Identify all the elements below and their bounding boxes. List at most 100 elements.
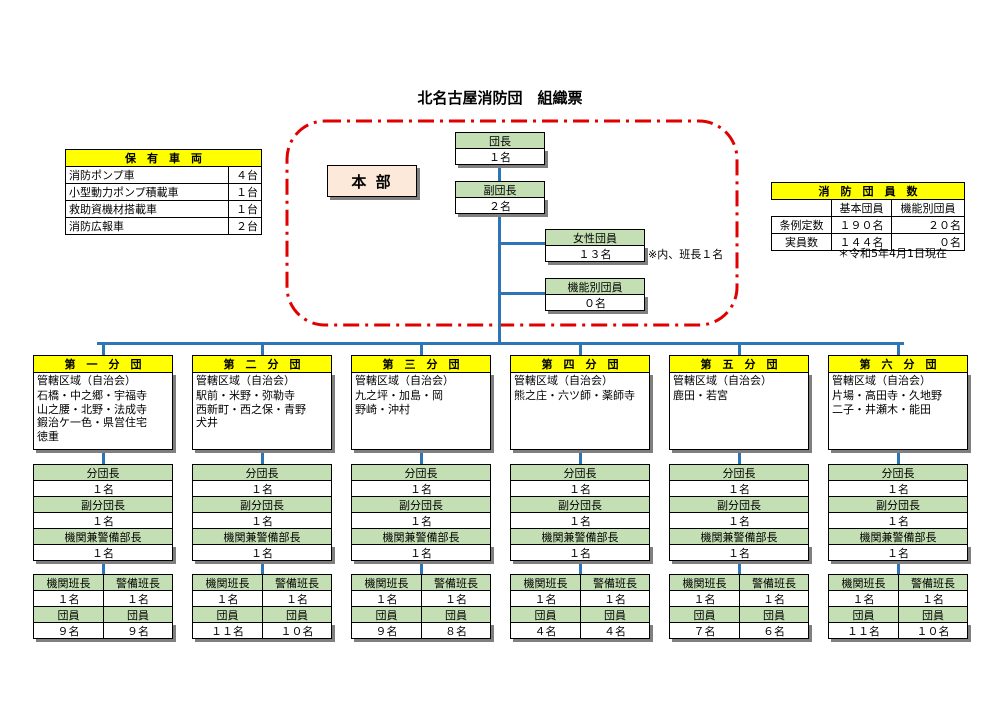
branch-header: 第 四 分 団	[510, 355, 650, 373]
branch-engine-police-chief-count: １名	[192, 544, 332, 561]
engine-team-leader-title: 機関班長	[510, 574, 581, 591]
branch-area-label: 管轄区域（自治会）	[355, 374, 454, 387]
engine-team-leader-count: １名	[192, 590, 263, 607]
engine-team-leader-count: １名	[510, 590, 581, 607]
branch-area-line: 山之腰・北野・法成寺	[37, 402, 147, 416]
chief-title: 団長	[455, 132, 545, 149]
branch-engine-police-chief-count: １名	[351, 544, 491, 561]
engine-team-leader-count: １名	[828, 590, 899, 607]
basic-count: １４４名	[831, 233, 893, 251]
branch-area-box	[828, 372, 968, 450]
engine-member-title: 団員	[351, 606, 422, 623]
engine-team-leader-title: 機関班長	[828, 574, 899, 591]
row-label: 実員数	[770, 233, 833, 251]
headquarters-label: 本 部	[327, 165, 417, 197]
branch-vice-leader-count: １名	[33, 512, 173, 529]
branch-drop-line	[102, 342, 105, 356]
engine-member-count: ４名	[510, 622, 581, 639]
engine-member-title: 団員	[192, 606, 263, 623]
branch-vice-leader-title: 副分団長	[33, 496, 173, 513]
branch-mid-line	[738, 449, 741, 465]
female-count: １３名	[545, 245, 645, 262]
branch-leader-title: 分団長	[192, 464, 332, 481]
branch-vice-leader-count: １名	[510, 512, 650, 529]
branch-area-line: 二子・井瀬木・能田	[832, 402, 931, 416]
engine-member-count: ９名	[351, 622, 422, 639]
branch-mid-line	[897, 449, 900, 465]
police-member-title: 団員	[421, 606, 491, 623]
police-member-count: １０名	[262, 622, 332, 639]
police-member-title: 団員	[739, 606, 809, 623]
police-member-title: 団員	[898, 606, 968, 623]
police-member-count: ４名	[580, 622, 650, 639]
branch-drop-line	[579, 342, 582, 356]
vice-chief-title: 副団長	[455, 181, 545, 198]
functional-count: ２０名	[891, 216, 965, 234]
functional-title: 機能別団員	[545, 278, 645, 295]
branch-low-line	[738, 557, 741, 575]
police-team-leader-count: １名	[421, 590, 491, 607]
branch-area-box	[33, 372, 173, 450]
police-team-leader-count: １名	[898, 590, 968, 607]
vehicle-count: ４台	[228, 166, 262, 184]
branch-low-line	[261, 557, 264, 575]
page-title: 北名古屋消防団 組織票	[417, 89, 583, 107]
branch-mid-line	[102, 449, 105, 465]
branch-area-label: 管轄区域（自治会）	[832, 374, 931, 387]
police-team-leader-count: １名	[262, 590, 332, 607]
vehicle-count: ２台	[228, 217, 262, 235]
branch-engine-police-chief-count: １名	[510, 544, 650, 561]
police-team-leader-title: 警備班長	[103, 574, 173, 591]
branch-vice-leader-count: １名	[669, 512, 809, 529]
police-member-count: １０名	[898, 622, 968, 639]
branch-area-line: 九之坪・加島・岡	[355, 389, 443, 402]
branch-header: 第 二 分 団	[192, 355, 332, 373]
branch-low-line	[420, 557, 423, 575]
members-corner	[771, 199, 833, 217]
branch-vice-leader-title: 副分団長	[828, 496, 968, 513]
branch-leader-title: 分団長	[510, 464, 650, 481]
police-member-title: 団員	[262, 606, 332, 623]
branch-engine-police-chief-count: １名	[33, 544, 173, 561]
female-note: ※内、班長１名	[648, 248, 724, 261]
branch-engine-police-chief-title: 機関兼警備部長	[669, 528, 809, 545]
branch-vice-leader-count: １名	[351, 512, 491, 529]
police-team-leader-count: １名	[103, 590, 173, 607]
branch-leader-title: 分団長	[828, 464, 968, 481]
police-member-count: ８名	[421, 622, 491, 639]
branch-engine-police-chief-title: 機関兼警備部長	[192, 528, 332, 545]
branch-area-line: 熊之庄・六ツ師・薬師寺	[514, 389, 635, 402]
engine-team-leader-count: １名	[33, 590, 104, 607]
vehicle-name: 救助資機材搭載車	[65, 200, 229, 218]
functional-count: ０名	[545, 294, 645, 311]
functional-count: ０名	[891, 233, 965, 251]
engine-member-title: 団員	[33, 606, 104, 623]
branch-vice-leader-count: １名	[192, 512, 332, 529]
branch-engine-police-chief-count: １名	[828, 544, 968, 561]
branch-vice-leader-title: 副分団長	[510, 496, 650, 513]
branch-engine-police-chief-title: 機関兼警備部長	[510, 528, 650, 545]
vehicle-count: １台	[228, 200, 262, 218]
branch-header: 第 三 分 団	[351, 355, 491, 373]
branch-area-line: 犬井	[196, 416, 218, 429]
engine-member-count: １１名	[192, 622, 263, 639]
female-title: 女性団員	[545, 229, 645, 246]
engine-member-count: １１名	[828, 622, 899, 639]
branch-area-line: 野崎・沖村	[355, 402, 410, 416]
functional-connector	[498, 292, 548, 295]
branch-area-line: 駅前・米野・弥勒寺	[196, 389, 295, 402]
vehicle-name: 消防広報車	[65, 217, 229, 235]
branch-drop-line	[420, 342, 423, 356]
branch-area-box	[351, 372, 491, 450]
branch-mid-line	[261, 449, 264, 465]
branch-area-line: 西新町・西之保・青野	[196, 402, 306, 416]
branch-leader-title: 分団長	[669, 464, 809, 481]
branch-leader-count: １名	[33, 480, 173, 497]
vehicle-name: 小型動力ポンプ積載車	[65, 183, 229, 201]
police-team-leader-title: 警備班長	[421, 574, 491, 591]
branch-low-line	[897, 557, 900, 575]
branch-bus-line	[97, 342, 904, 345]
engine-member-title: 団員	[828, 606, 899, 623]
